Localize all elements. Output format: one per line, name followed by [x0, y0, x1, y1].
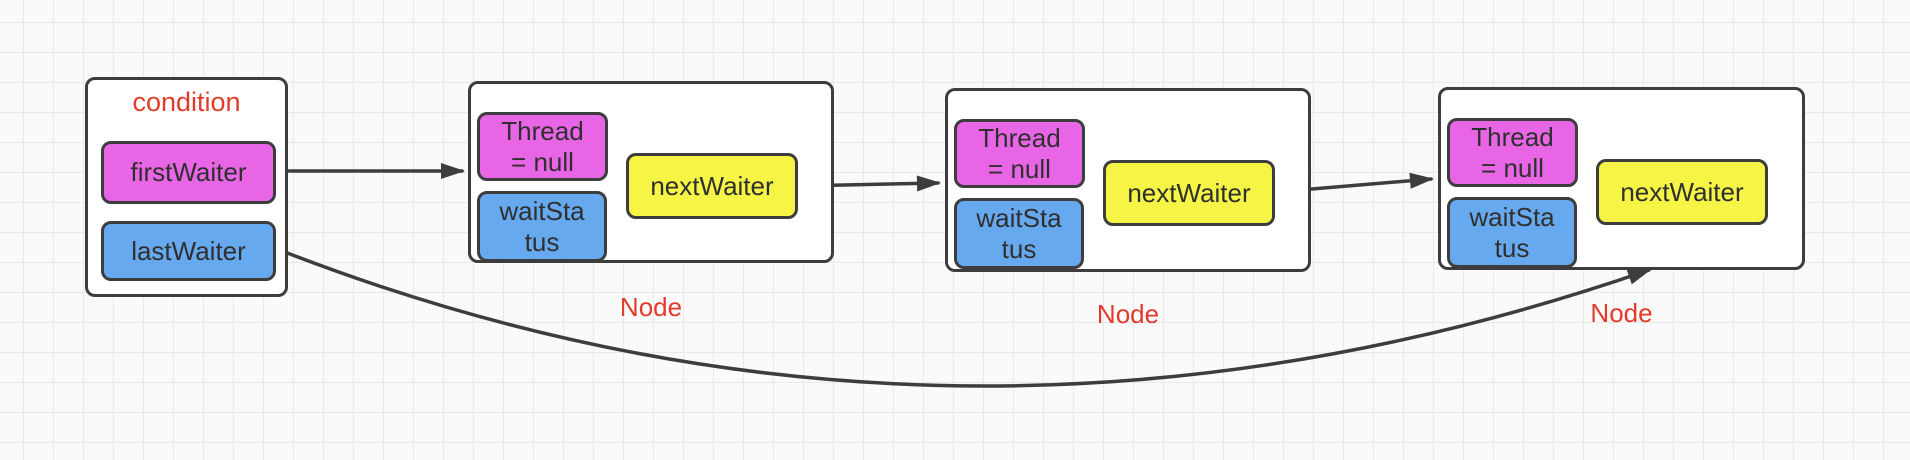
node-caption: Node	[619, 292, 683, 322]
node-caption: Node	[1590, 298, 1653, 328]
node-box-2: Thread = null waitStatus nextWaiter Node	[945, 88, 1311, 329]
next-waiter-field: nextWaiter	[1596, 159, 1768, 225]
wait-status-field: waitStatus	[1447, 197, 1577, 268]
first-waiter-field: firstWaiter	[101, 141, 276, 204]
thread-field: Thread = null	[1447, 118, 1578, 187]
wait-status-field: waitStatus	[477, 191, 607, 262]
condition-box: condition firstWaiter lastWaiter	[85, 77, 288, 297]
node-box-3: Thread = null waitStatus nextWaiter Node	[1438, 87, 1805, 328]
thread-field: Thread = null	[954, 119, 1085, 188]
node-box-1: Thread = null waitStatus nextWaiter Node	[468, 81, 834, 322]
thread-field: Thread = null	[477, 112, 608, 181]
next-waiter-field: nextWaiter	[1103, 160, 1275, 226]
wait-status-field: waitStatus	[954, 198, 1084, 269]
next-waiter-field: nextWaiter	[626, 153, 798, 219]
last-waiter-field: lastWaiter	[101, 221, 276, 281]
condition-title: condition	[132, 87, 241, 117]
node-caption: Node	[1096, 299, 1160, 329]
